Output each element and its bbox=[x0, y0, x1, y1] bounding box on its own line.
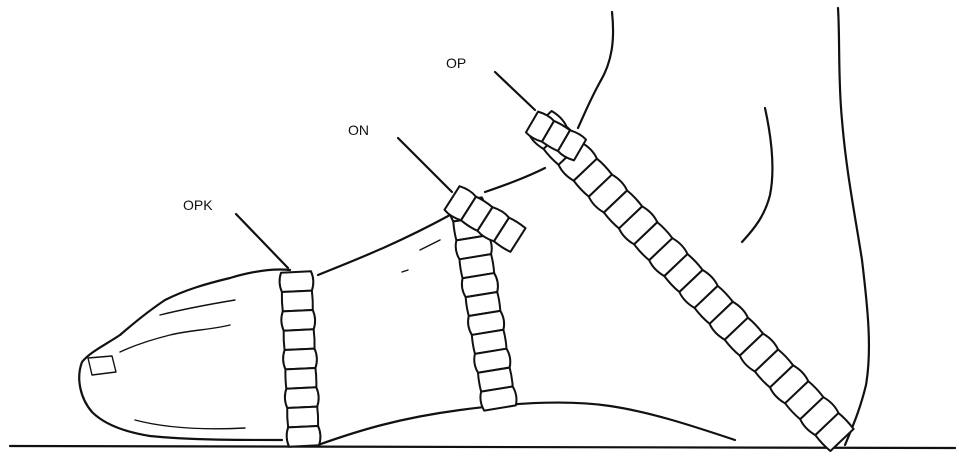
op-leader-line bbox=[495, 72, 535, 110]
tape-on-segment bbox=[480, 387, 516, 411]
on-tape-band bbox=[444, 186, 525, 410]
tape-opk-segment bbox=[285, 387, 319, 408]
tape-opk-segment bbox=[284, 329, 315, 350]
opk-leader-line bbox=[236, 214, 288, 268]
tape-opk-segment bbox=[281, 310, 315, 331]
on-leader-line bbox=[398, 138, 452, 192]
label-op: OP bbox=[446, 55, 466, 71]
label-on: ON bbox=[348, 122, 369, 138]
tape-opk-segment bbox=[287, 407, 318, 428]
tape-opk-segment bbox=[287, 426, 321, 447]
tape-opk-segment bbox=[280, 271, 314, 292]
op-tape-band bbox=[526, 111, 854, 451]
tape-opk-segment bbox=[283, 349, 317, 370]
tape-opk-segment bbox=[285, 368, 316, 389]
opk-tape-band bbox=[280, 271, 321, 446]
label-opk: OPK bbox=[183, 197, 213, 213]
tape-opk-segment bbox=[282, 291, 313, 312]
ground-line bbox=[10, 446, 955, 448]
